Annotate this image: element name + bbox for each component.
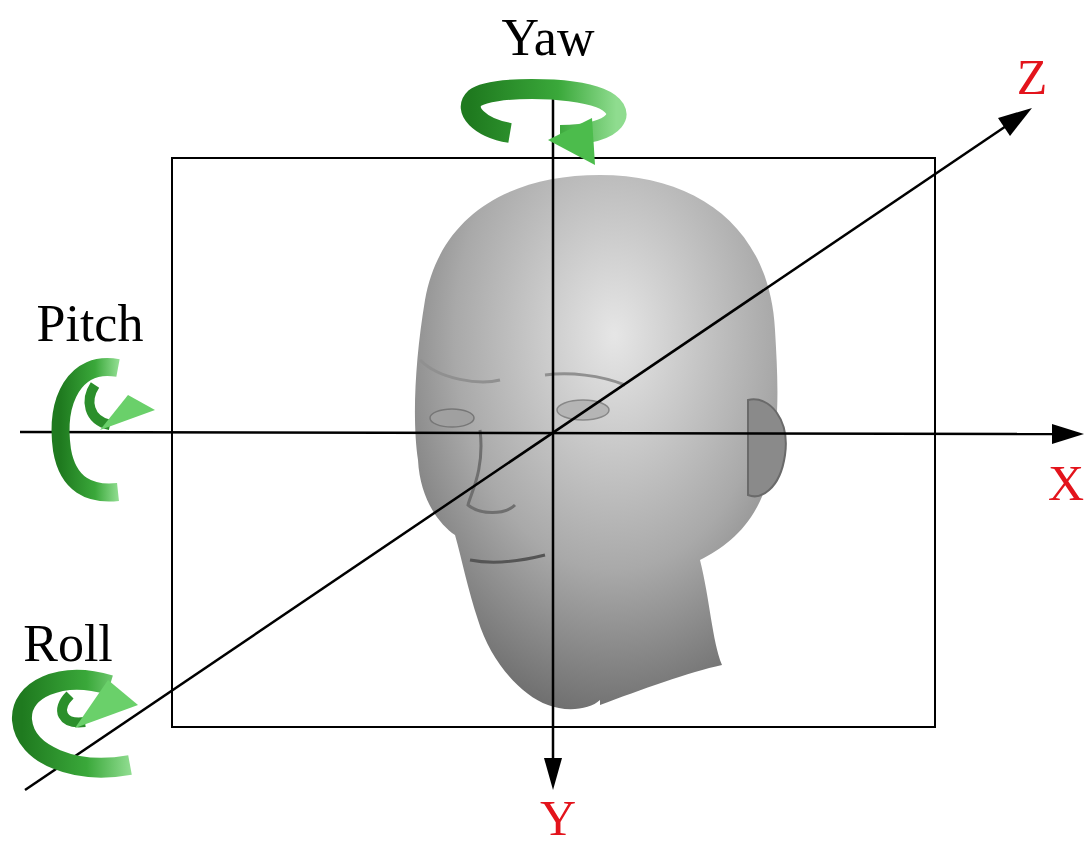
nose xyxy=(468,430,515,513)
pitch-arrow xyxy=(61,367,155,493)
yaw-arrow xyxy=(471,89,617,165)
head xyxy=(415,175,786,709)
eye xyxy=(430,409,474,427)
rotation-label: Yaw xyxy=(502,12,595,64)
rotation-label: Roll xyxy=(23,618,113,670)
axis-label: Y xyxy=(540,793,576,843)
brow xyxy=(420,360,625,385)
ear xyxy=(748,399,786,496)
axis-label: Z xyxy=(1017,52,1048,102)
axis-label: X xyxy=(1048,458,1084,508)
axes xyxy=(20,98,1084,790)
mouth xyxy=(470,555,545,562)
roll-arrow xyxy=(22,680,138,768)
eye xyxy=(557,400,609,420)
rotation-label: Pitch xyxy=(37,298,144,350)
